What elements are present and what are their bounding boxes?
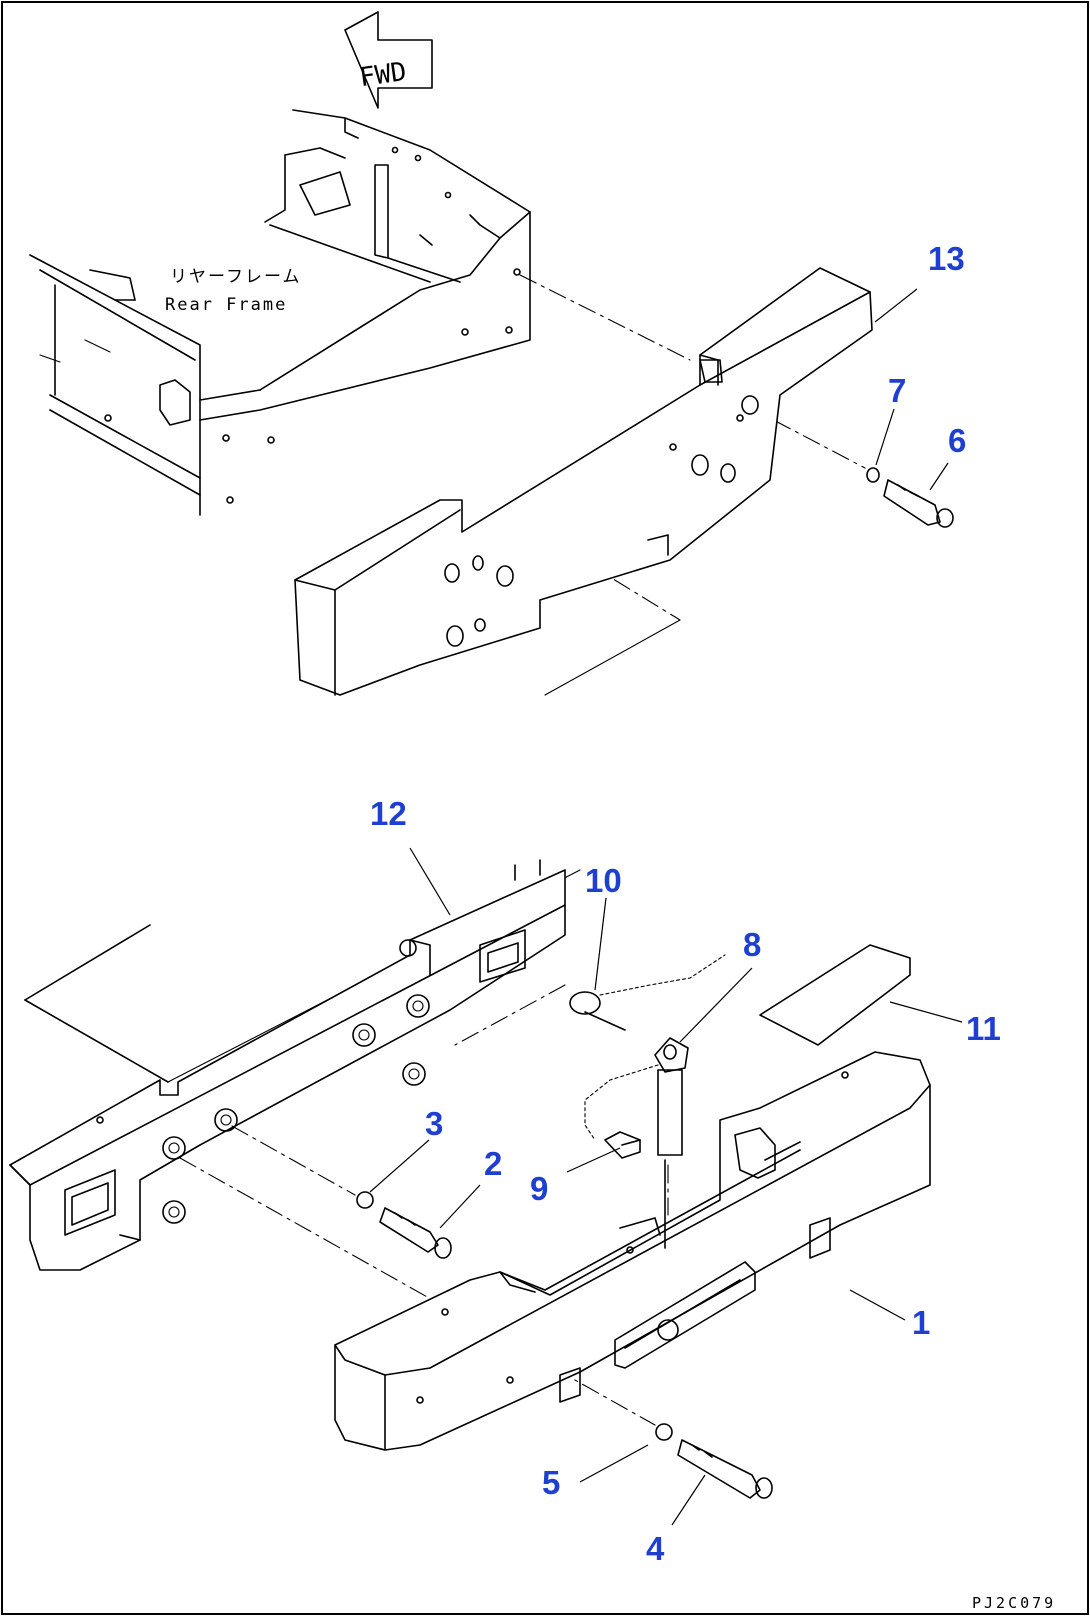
- counterweight-part-1: [334, 1051, 931, 1451]
- callout-numbers: 1 2 3 4 5 6 7 8 9 10 11 12 13: [370, 240, 1001, 1567]
- bolt-part-4: [677, 1439, 773, 1499]
- callout-9: 9: [530, 1170, 548, 1207]
- cover-plate-part-11: [759, 944, 911, 1046]
- rear-frame-jp-label: リヤーフレーム: [170, 267, 301, 287]
- center-line: [231, 1125, 356, 1196]
- callout-8: 8: [743, 926, 761, 963]
- leader-lines: [369, 288, 963, 1526]
- bolt-part-6: [883, 479, 954, 528]
- pin-part-9: [604, 1131, 641, 1159]
- bolt-part-2: [379, 1207, 452, 1259]
- callout-13: 13: [928, 240, 965, 277]
- callout-7: 7: [888, 372, 906, 409]
- callout-2: 2: [484, 1145, 502, 1182]
- rear-frame-en-label: Rear Frame: [165, 295, 287, 315]
- callout-12: 12: [370, 795, 407, 832]
- center-line: [544, 619, 681, 696]
- snap-pin-part-10: [569, 954, 726, 1031]
- callout-1: 1: [912, 1304, 930, 1341]
- fwd-label: FWD: [358, 57, 409, 93]
- center-line: [179, 1157, 656, 1426]
- washer-part-7: [866, 467, 880, 483]
- callout-6: 6: [948, 422, 966, 459]
- center-line: [454, 984, 566, 1046]
- counterweight-part-13: [294, 267, 873, 696]
- callout-4: 4: [646, 1530, 665, 1567]
- lift-rod-part-8: [584, 1037, 689, 1249]
- rear-frame-bottom: [9, 859, 581, 1271]
- callout-11: 11: [966, 1010, 1001, 1047]
- fwd-arrow-icon: FWD: [344, 11, 433, 109]
- center-line: [529, 527, 681, 621]
- center-line: [519, 274, 691, 361]
- rear-frame-top: リヤーフレーム Rear Frame: [29, 109, 531, 516]
- drawing-code: PJ2C079: [972, 1594, 1056, 1612]
- callout-5: 5: [542, 1464, 560, 1501]
- callout-10: 10: [585, 862, 622, 899]
- center-line: [744, 404, 866, 469]
- washer-part-5: [655, 1423, 673, 1441]
- washer-part-3: [356, 1191, 374, 1209]
- callout-3: 3: [425, 1105, 443, 1142]
